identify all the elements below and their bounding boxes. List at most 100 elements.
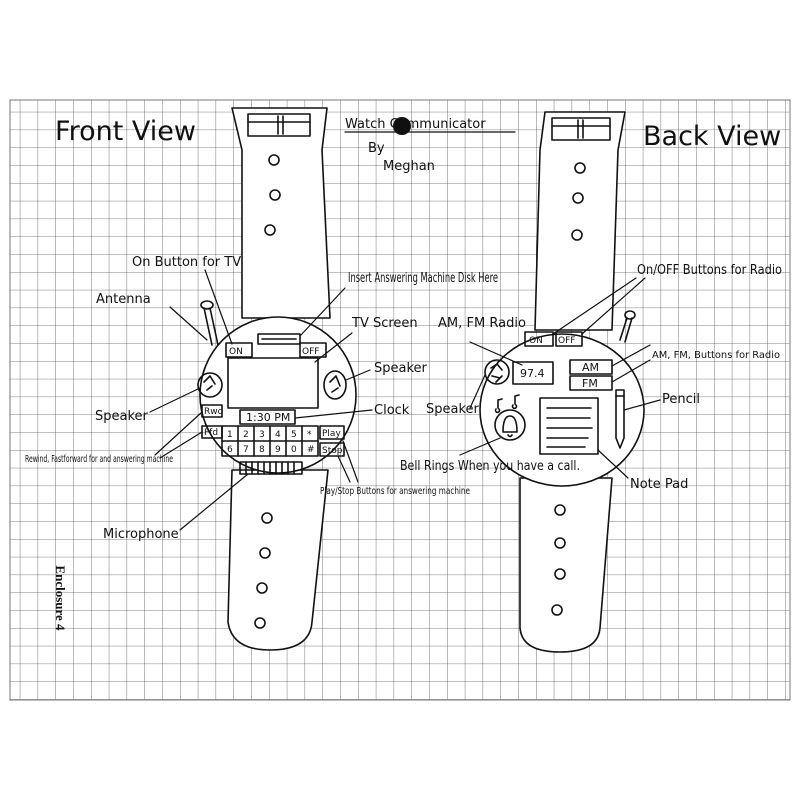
label-bell-rings: Bell Rings When you have a call.: [400, 459, 580, 474]
antenna-rod: [203, 307, 213, 346]
label-antenna: Antenna: [96, 292, 151, 307]
back-leader-lines: [459, 277, 661, 479]
note-pad: [539, 397, 599, 455]
fastforward-label: Ffd: [204, 428, 218, 438]
label-am-fm-radio: AM, FM Radio: [438, 316, 526, 331]
enclosure-stamp: Enclosure 4: [50, 550, 70, 650]
back-watch: [479, 111, 645, 653]
tv-screen: [227, 357, 319, 409]
rewind-label: Rwd: [204, 407, 223, 417]
back-speaker: [484, 359, 510, 385]
fm-button: [569, 375, 613, 391]
bell-circle: [494, 409, 526, 441]
front-speaker-left: [197, 372, 223, 398]
stop-label: Stop: [322, 446, 343, 456]
radio-station: 97.4: [520, 367, 545, 380]
back-off-label: OFF: [558, 336, 575, 346]
front-speaker-right: [323, 370, 347, 400]
key-hash: #: [307, 445, 315, 455]
back-strap-hole: [572, 192, 584, 204]
label-speaker-right: Speaker: [374, 361, 428, 376]
back-strap-hole: [554, 568, 566, 580]
front-strap-hole: [264, 224, 276, 236]
key-8: 8: [259, 445, 265, 455]
bell-icon: [502, 415, 518, 438]
key-9: 9: [275, 445, 281, 455]
label-am-fm-buttons: AM, FM, Buttons for Radio: [652, 350, 780, 361]
front-on-label: ON: [229, 347, 243, 357]
back-strap-hole: [571, 229, 583, 241]
play-button: [319, 425, 345, 440]
music-note-icon: [494, 394, 520, 414]
rewind-button: [201, 404, 223, 418]
enclosure-label: Enclosure 4: [53, 565, 68, 631]
key-3: 3: [259, 430, 265, 440]
author-name: Meghan: [383, 159, 435, 174]
label-microphone: Microphone: [103, 527, 179, 542]
key-5: 5: [291, 430, 297, 440]
pencil-icon: [615, 389, 625, 449]
back-strap-hole: [551, 604, 563, 616]
am-label: AM: [582, 361, 599, 374]
label-tv-screen: TV Screen: [351, 316, 418, 331]
key-1: 1: [227, 430, 233, 440]
title-dot: [393, 117, 411, 135]
disk-slot: [257, 333, 301, 345]
front-strap-hole: [259, 547, 271, 559]
front-buckle: [247, 113, 311, 137]
back-strap-hole: [554, 537, 566, 549]
back-strap-hole: [554, 504, 566, 516]
front-top-strap: [231, 107, 331, 319]
front-strap-hole: [269, 189, 281, 201]
back-top-strap: [534, 111, 626, 331]
front-watch: [197, 107, 357, 651]
label-clock: Clock: [374, 403, 410, 418]
label-play-stop: Play/Stop Buttons for answering machine: [320, 486, 470, 497]
label-insert-disk: Insert Answering Machine Disk Here: [348, 271, 498, 286]
back-view-heading: Back View: [643, 121, 781, 152]
back-off-button: [555, 331, 583, 347]
front-strap-hole: [254, 617, 266, 629]
front-strap-hole: [256, 582, 268, 594]
stop-button: [319, 442, 345, 457]
fm-label: FM: [582, 377, 598, 390]
key-0: 0: [291, 445, 297, 455]
key-4: 4: [275, 430, 281, 440]
front-strap-hole: [268, 154, 280, 166]
front-watch-face: [199, 316, 357, 474]
front-strap-hole: [261, 512, 273, 524]
key-6: 6: [227, 445, 233, 455]
byline: By: [368, 141, 385, 156]
clock-time: 1:30 PM: [246, 411, 290, 424]
front-off-label: OFF: [302, 347, 319, 357]
key-star: *: [307, 430, 312, 440]
am-button: [569, 359, 613, 375]
radio-display: [512, 361, 554, 385]
microphone-grille: [239, 461, 303, 475]
label-rewind-fastforward: Rewind, Fastforward for and answering ma…: [25, 454, 173, 465]
label-on-button-tv: On Button for TV: [132, 255, 241, 270]
back-on-button: [524, 331, 554, 347]
back-watch-face: [479, 333, 645, 487]
front-view-heading: Front View: [55, 116, 196, 147]
label-on-off-radio: On/OFF Buttons for Radio: [637, 263, 782, 278]
front-off-button: [299, 342, 327, 358]
back-on-label: ON: [529, 336, 543, 346]
page-title: Watch Communicator: [345, 117, 486, 132]
front-bottom-strap: [227, 469, 329, 651]
label-speaker-left: Speaker: [95, 409, 149, 424]
label-pencil: Pencil: [662, 392, 700, 407]
front-on-button: [225, 342, 253, 358]
label-note-pad: Note Pad: [630, 477, 688, 492]
key-2: 2: [243, 430, 249, 440]
front-leader-lines: [149, 269, 373, 531]
back-bottom-strap: [519, 477, 613, 653]
clock-display: [239, 409, 296, 425]
back-buckle: [551, 117, 611, 141]
key-7: 7: [243, 445, 249, 455]
play-label: Play: [322, 429, 341, 439]
back-strap-hole: [574, 162, 586, 174]
label-back-speaker: Speaker: [426, 402, 480, 417]
